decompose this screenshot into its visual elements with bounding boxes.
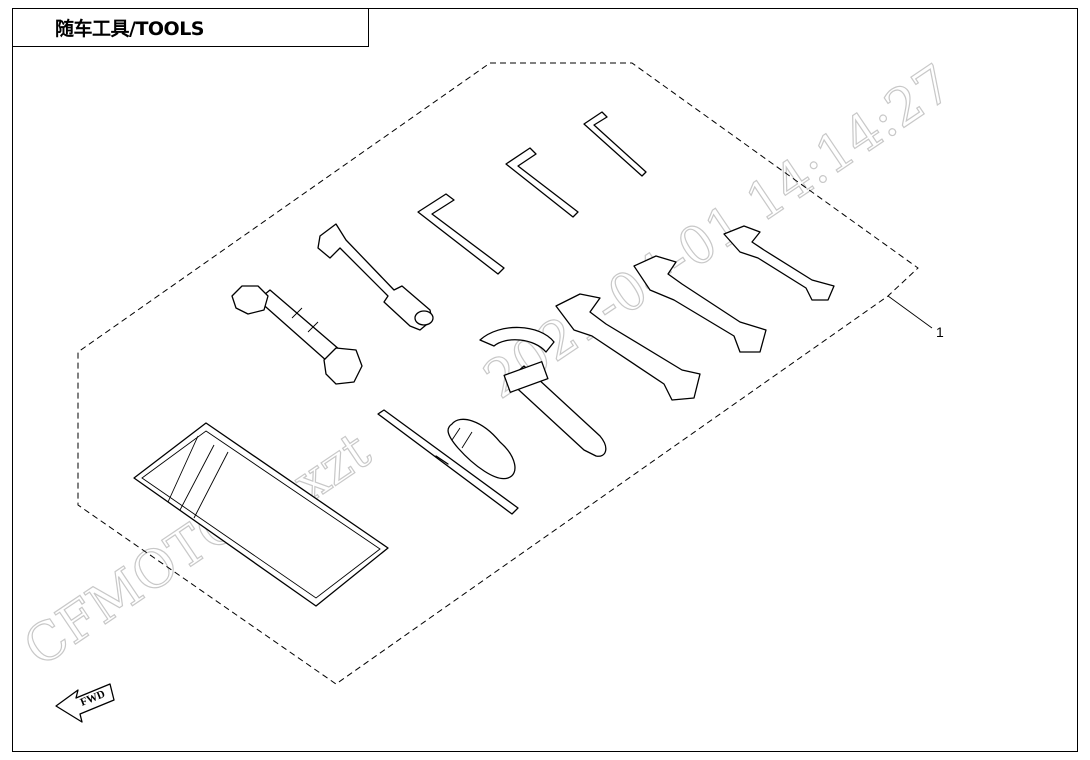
screwdriver-shaft [377,409,519,515]
fwd-arrow: FWD [55,683,115,723]
drawing-frame [12,8,1078,752]
hex-key-large [417,193,505,275]
hook-spanner [479,326,607,457]
hex-key-medium [505,147,579,218]
tube-socket-wrench [231,285,363,385]
open-end-wrench-small [723,225,835,301]
screwdriver-handle [447,418,516,480]
watermark: CFMOTO kl-xzt 2021-04-01 14:14:27 [13,53,964,679]
callout-leader [887,295,933,329]
callout-label: 1 [936,324,944,340]
tool-pouch [133,422,389,607]
kit-outline [77,62,919,685]
title-box: 随车工具/TOOLS [12,8,369,47]
watermark-timestamp: 2021-04-01 14:14:27 [474,54,963,411]
open-end-wrench-medium [633,255,767,353]
page-title: 随车工具/TOOLS [55,18,205,40]
hex-key-small [583,111,647,177]
l-socket-wrench [317,223,434,331]
open-end-wrench-large [555,293,701,401]
